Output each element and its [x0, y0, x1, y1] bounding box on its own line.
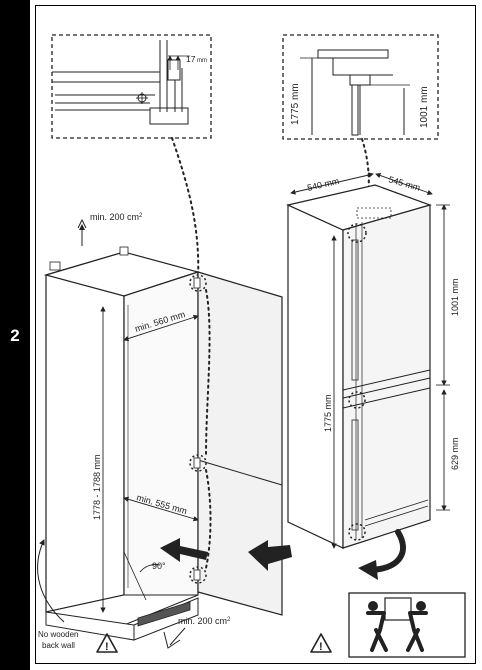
- leader-dotted-line: [171, 137, 200, 279]
- push-arrow-icon: [160, 538, 208, 562]
- refrigerator-appliance: [286, 184, 432, 549]
- warning-triangle-icon: !: [96, 633, 118, 653]
- step-sidebar: 2: [0, 0, 30, 670]
- vent-bottom-label: min. 200 cm2: [178, 616, 231, 626]
- niche-height-label: 1778 - 1788 mm: [92, 454, 102, 520]
- rotate-arrow-icon: [358, 529, 406, 580]
- no-back-wall-line1: No wooden: [38, 630, 78, 639]
- depth-545-label: 545 mm: [387, 174, 421, 193]
- svg-text:!: !: [105, 641, 109, 653]
- bottom-ventilation: min. 200 cm2: [163, 616, 231, 649]
- lower-section-label: 629 mm: [450, 437, 460, 470]
- hinge-gap-unit: mm: [197, 58, 207, 64]
- no-back-wall-note: No wooden back wall: [37, 539, 78, 650]
- vent-grille: [137, 601, 191, 627]
- width-540-label: 540 mm: [306, 176, 340, 193]
- hinge-markers: [189, 274, 212, 584]
- bracket-detail: 1775 mm 1001 mm: [282, 34, 439, 140]
- step-number: 2: [10, 326, 20, 345]
- appliance-height-label: 1775 mm: [323, 394, 333, 432]
- svg-text:!: !: [319, 641, 323, 653]
- diagram-frame: [35, 5, 476, 664]
- detail-height-1001: 1001 mm: [419, 86, 430, 128]
- two-person-lift-icon: [348, 592, 466, 658]
- no-back-wall-line2: back wall: [42, 641, 75, 650]
- furniture-door-panel: [127, 271, 283, 616]
- push-arrow-icon: [248, 540, 292, 571]
- upper-section-label: 1001 mm: [450, 278, 460, 316]
- vent-top-label: min. 200 cm2: [90, 212, 143, 222]
- hinge-gap-value: 17: [186, 54, 196, 64]
- top-ventilation: min. 200 cm2: [77, 212, 143, 246]
- warning-triangle-icon: !: [310, 633, 332, 653]
- cabinet-niche: [43, 246, 201, 641]
- detail-height-1775: 1775 mm: [290, 83, 301, 125]
- angle-label: 90°: [152, 561, 166, 571]
- hinge-detail: 17 mm: [51, 34, 212, 139]
- fridge-dimensions: 540 mm 545 mm 1001 mm 629 mm 1775 mm: [290, 172, 460, 549]
